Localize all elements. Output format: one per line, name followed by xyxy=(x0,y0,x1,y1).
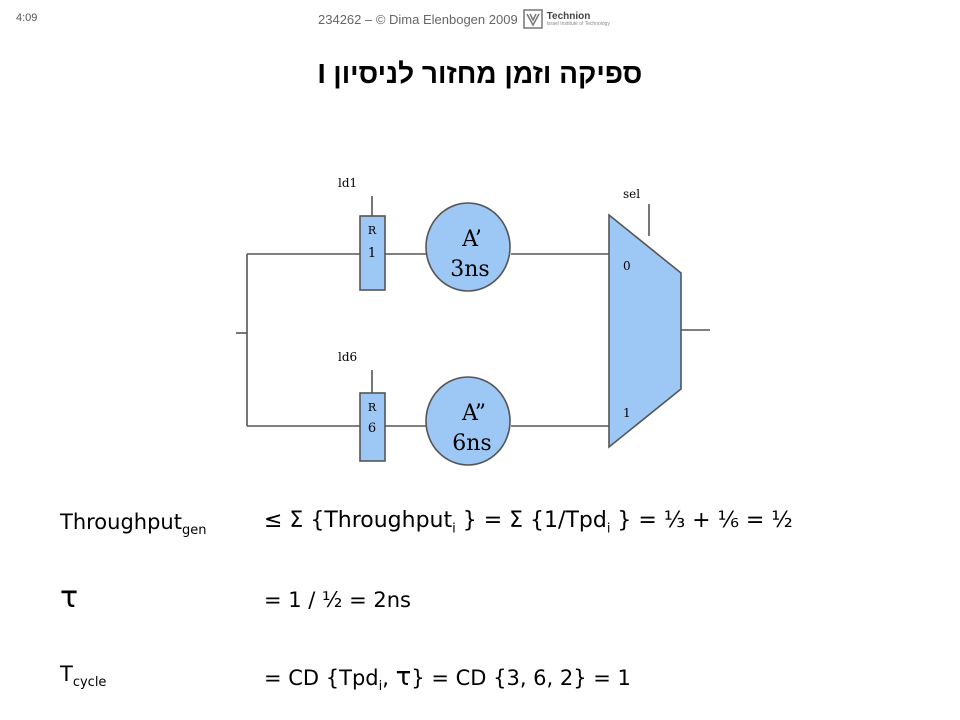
tau-equation: = 1 / ½ = 2ns xyxy=(264,588,411,612)
register-r6-box xyxy=(359,392,386,462)
register-r6-letter: R xyxy=(368,401,377,414)
course-credit: 234262 – © Dima Elenbogen 2009 xyxy=(318,11,518,27)
unit-a-double-prime: A” 6ns xyxy=(425,376,511,466)
cycle-time-label: Tcycle xyxy=(60,662,107,691)
unit-a-double-prime-delay: 6ns xyxy=(452,431,491,456)
multiplexer-body xyxy=(608,213,682,449)
tau-symbol: τ xyxy=(60,580,79,615)
load-ld6-label: ld6 xyxy=(338,350,357,364)
register-r1-box xyxy=(359,215,386,291)
unit-a-prime-name: A’ xyxy=(461,227,482,252)
throughput-label: Throughputgen xyxy=(60,510,207,539)
mux-input-0-label: 0 xyxy=(623,259,631,273)
mux-input-1-label: 1 xyxy=(623,406,631,420)
load-ld1-label: ld1 xyxy=(338,176,357,190)
technion-emblem-icon xyxy=(522,9,543,29)
logo-text: Technion xyxy=(546,10,591,22)
slide-header: 234262 – © Dima Elenbogen 2009 Technion … xyxy=(318,8,610,30)
wires xyxy=(236,196,710,427)
unit-a-prime-delay: 3ns xyxy=(450,257,489,282)
register-r6: R 6 xyxy=(359,392,386,462)
register-r6-index: 6 xyxy=(368,421,376,436)
technion-logo: Technion Israel Institute of Technology xyxy=(522,8,610,30)
unit-a-double-prime-circle xyxy=(425,376,511,466)
cycle-time-equation: = CD {Tpdi, τ} = CD {3, 6, 2} = 1 xyxy=(264,662,631,695)
unit-a-prime: A’ 3ns xyxy=(425,202,511,292)
register-r1-letter: R xyxy=(368,224,377,237)
mux-select-label: sel xyxy=(623,187,640,201)
register-r1: R 1 xyxy=(359,215,386,291)
unit-a-double-prime-name: A” xyxy=(461,401,486,426)
register-r1-index: 1 xyxy=(368,246,376,261)
timestamp: 4:09 xyxy=(16,12,38,24)
multiplexer: 0 1 xyxy=(608,213,682,449)
unit-a-prime-circle xyxy=(425,202,511,292)
throughput-equation: ≤ Σ {Throughputi } = Σ {1/Tpdi } = ⅓ + ⅙… xyxy=(264,508,793,537)
slide-title: ספיקה וזמן מחזור לניסיון I xyxy=(317,58,643,89)
logo-subtext: Israel Institute of Technology xyxy=(546,20,610,27)
